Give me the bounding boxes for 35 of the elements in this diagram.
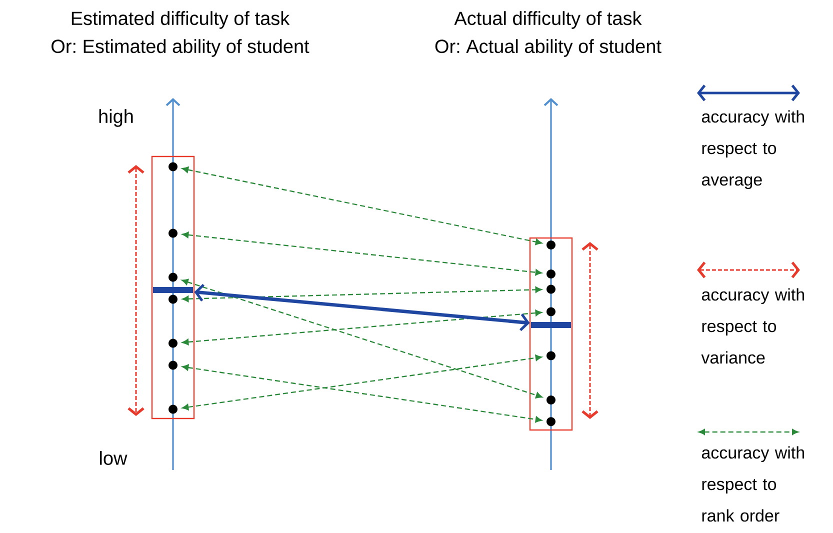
double-arrow xyxy=(182,232,542,276)
mean-bar xyxy=(153,287,193,293)
axis-title: Actual difficulty of task xyxy=(454,11,642,29)
data-dot xyxy=(546,240,556,250)
axis-title: Estimated difficulty of task xyxy=(72,11,290,29)
data-dot xyxy=(168,338,178,348)
double-arrow xyxy=(182,166,542,246)
data-dot xyxy=(168,228,178,238)
axis-title: Or: Estimated ability of student xyxy=(52,39,310,57)
mean-bar xyxy=(531,322,571,328)
data-dot xyxy=(168,360,178,370)
double-arrow xyxy=(182,278,542,398)
double-arrow xyxy=(182,364,542,423)
double-arrow xyxy=(194,284,530,332)
double-arrow xyxy=(182,354,542,410)
double-arrow xyxy=(182,310,542,346)
data-dot xyxy=(546,351,556,360)
data-dot xyxy=(168,272,178,282)
legend-text: accuracy with respect to rank order xyxy=(702,446,804,522)
data-dot xyxy=(168,404,178,414)
double-arrow xyxy=(182,286,542,302)
data-dot xyxy=(546,284,556,294)
range-box xyxy=(529,237,573,431)
data-dot xyxy=(168,294,178,304)
axis-title: Or: Actual ability of student xyxy=(435,39,662,57)
data-dot xyxy=(168,162,178,172)
axis-label: low xyxy=(100,451,128,465)
data-dot xyxy=(546,307,556,316)
data-dot xyxy=(546,396,556,404)
data-dot xyxy=(546,417,556,426)
axis-label: high xyxy=(99,109,133,127)
legend-text: accuracy with respect to average xyxy=(702,110,804,190)
range-box xyxy=(151,156,195,420)
data-dot xyxy=(546,270,556,278)
legend-text: accuracy with respect to variance xyxy=(701,288,804,364)
